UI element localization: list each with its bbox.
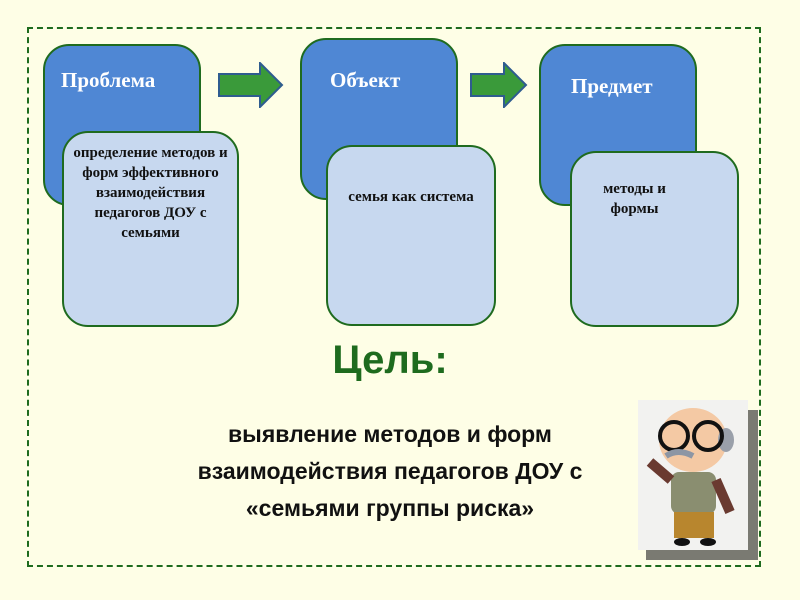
old-man-figure-image <box>638 400 748 550</box>
object-title: Объект <box>330 68 401 92</box>
arrow-right-icon <box>218 62 284 108</box>
object-text: семья как система <box>326 145 496 326</box>
goal-heading: Цель: <box>332 338 448 382</box>
goal-text: выявление методов и форм взаимодействия … <box>197 421 583 521</box>
problem-text: определение методов и форм эффективного … <box>62 131 239 327</box>
subject-text: методы и формы <box>570 151 739 327</box>
problem-title: Проблема <box>61 68 156 92</box>
dashed-frame <box>27 27 761 567</box>
subject-title: Предмет <box>571 74 653 98</box>
arrow-right-icon <box>470 62 528 108</box>
